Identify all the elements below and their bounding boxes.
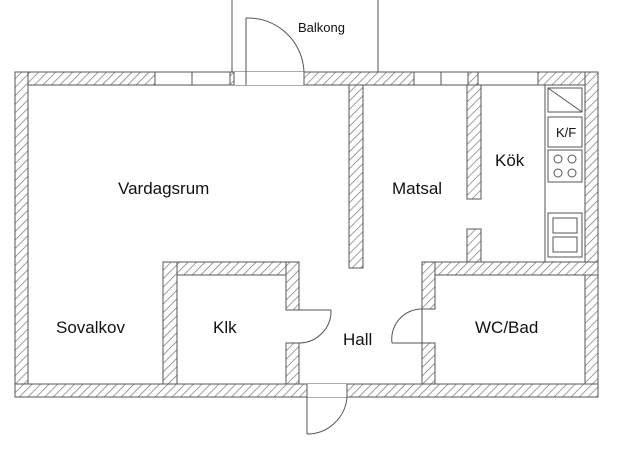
label-klk: Klk: [213, 318, 237, 337]
label-wcbad: WC/Bad: [475, 318, 538, 337]
entrance-door: [306, 384, 348, 435]
label-balkong: Balkong: [298, 20, 345, 35]
balcony-door: [233, 17, 305, 85]
label-kf: K/F: [556, 125, 576, 140]
label-vardagsrum: Vardagsrum: [118, 179, 209, 198]
interior-walls: [162, 84, 599, 385]
label-kok: Kök: [495, 151, 525, 170]
stove-icon: [547, 149, 583, 183]
sink-icon: [547, 212, 583, 258]
balcony: [231, 0, 379, 72]
bathroom-door: [391, 308, 435, 344]
label-matsal: Matsal: [392, 179, 442, 198]
outer-walls: [14, 71, 599, 398]
kitchen-counter: [544, 85, 583, 262]
closet-door: [286, 309, 332, 344]
label-sovalkov: Sovalkov: [56, 318, 125, 337]
label-hall: Hall: [343, 330, 372, 349]
